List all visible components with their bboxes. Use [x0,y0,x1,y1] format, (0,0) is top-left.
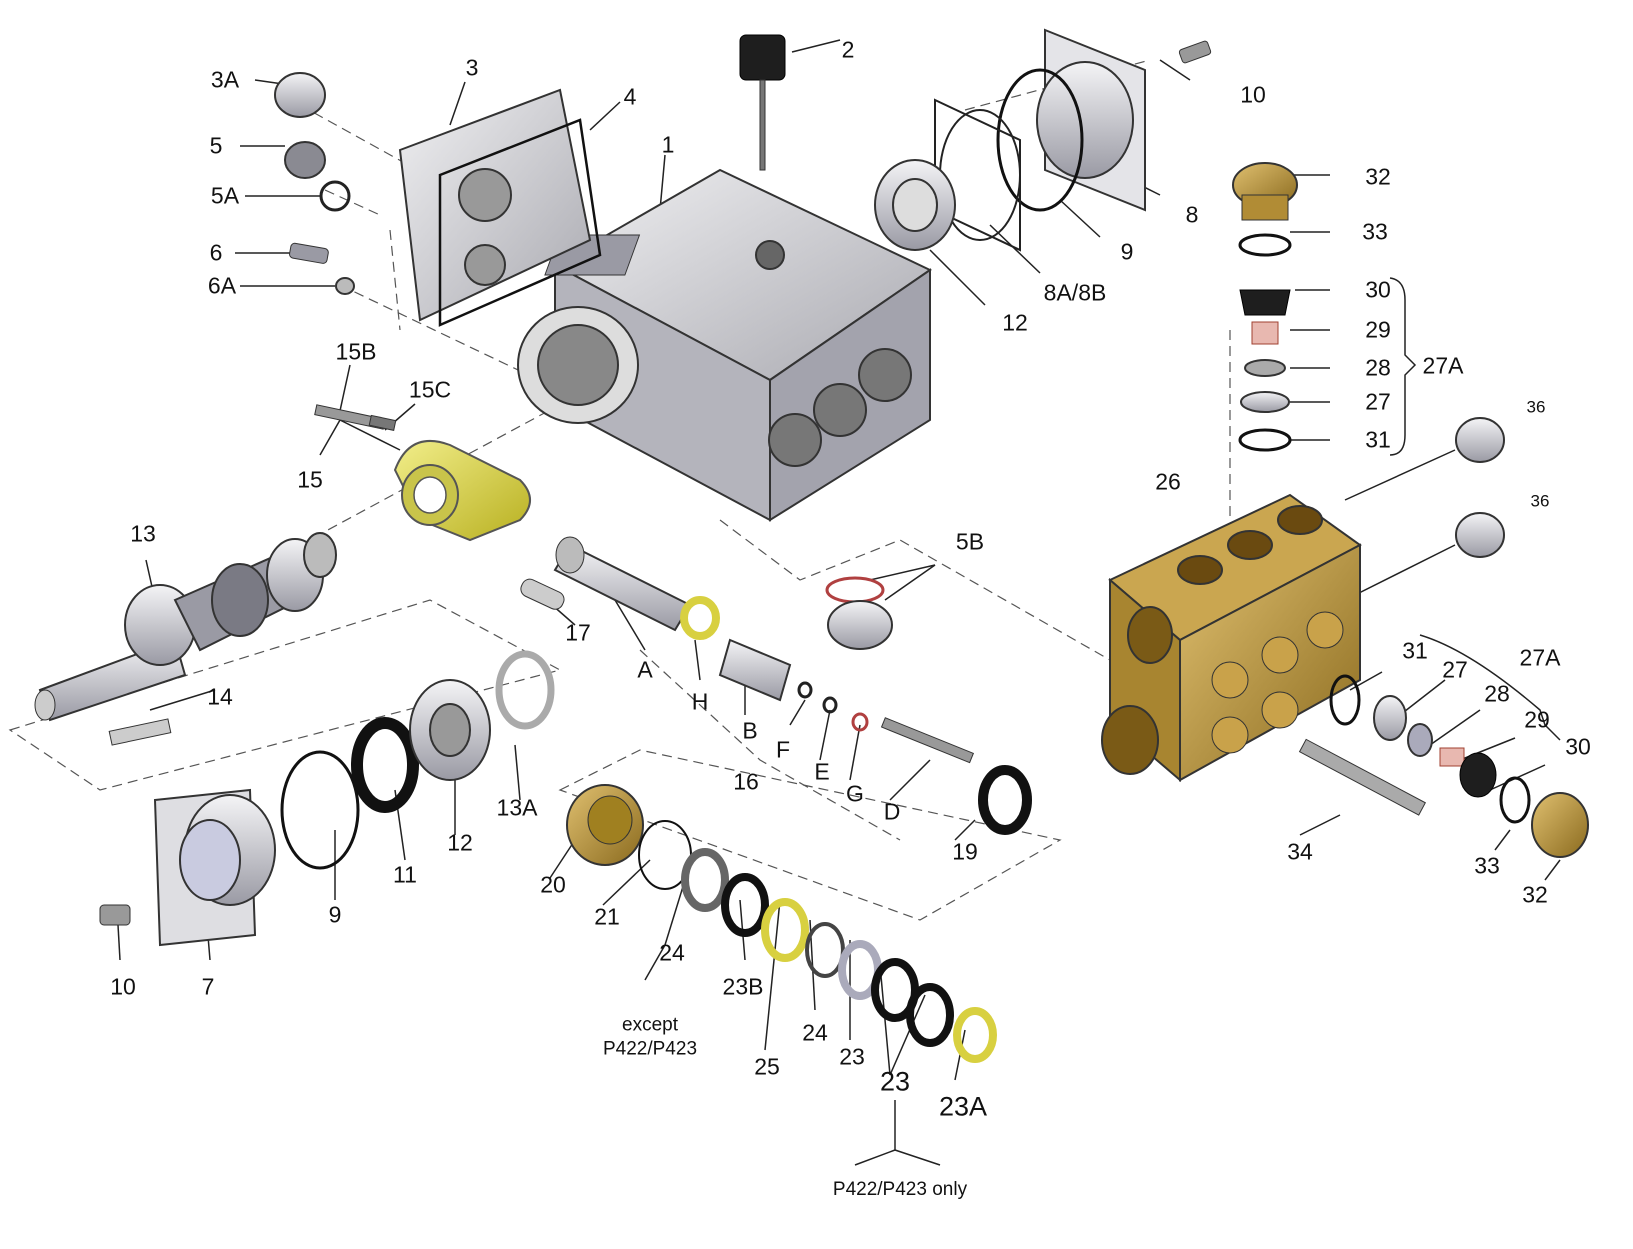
label-part-11: 11 [393,861,417,888]
label-part-24-left: 24 [659,939,685,966]
label-part-6a: 6A [207,272,237,299]
connecting-rod [314,404,531,542]
label-part-15b: 15B [335,338,377,365]
label-part-h: H [691,688,709,715]
label-part-34: 34 [1287,838,1313,865]
plug-5b [825,576,893,650]
label-part-3: 3 [465,54,479,81]
label-part-30-bottom: 30 [1565,733,1591,760]
label-part-14: 14 [207,683,233,710]
label-part-33-top: 33 [1362,218,1388,245]
label-part-36-top: 36 [1526,397,1546,417]
label-part-23b: 23B [722,973,764,1000]
label-part-21: 21 [594,903,620,930]
label-part-8: 8 [1185,201,1199,228]
label-part-13a: 13A [496,794,538,821]
label-part-15: 15 [297,466,323,493]
label-part-27a-bottom: 27A [1519,644,1561,671]
label-part-23-group: 23 [879,1066,911,1097]
label-part-15c: 15C [408,376,452,403]
label-part-31-top: 31 [1365,426,1391,453]
label-part-17: 17 [565,619,591,646]
label-part-2: 2 [841,36,855,63]
label-part-10-top: 10 [1240,81,1266,108]
label-part-a: A [637,656,653,683]
label-part-12-bottom: 12 [447,829,473,856]
label-part-27a-top: 27A [1422,352,1464,379]
note-except: except P422/P423 [602,1014,698,1059]
label-part-16: 16 [733,768,759,795]
label-part-8a-8b: 8A/8B [1043,279,1107,306]
label-part-10-bottom: 10 [110,973,136,1000]
label-part-26: 26 [1155,468,1181,495]
label-part-33-bottom: 33 [1474,852,1500,879]
label-part-5b: 5B [955,528,985,555]
label-part-20: 20 [540,871,566,898]
label-part-4: 4 [623,83,637,110]
label-part-b: B [742,717,758,744]
leader-lines [117,39,1561,1166]
note-only: P422/P423 only [832,1179,968,1201]
crankcase [517,168,932,522]
label-part-31-bottom: 31 [1402,637,1428,664]
label-part-13: 13 [130,520,156,547]
label-part-e: E [814,758,830,785]
label-part-9-top: 9 [1120,238,1134,265]
crankshaft [34,532,337,746]
label-part-32-top: 32 [1365,163,1391,190]
label-part-32-bottom: 32 [1522,881,1548,908]
right-flange-group [874,28,1212,252]
label-part-28-top: 28 [1365,354,1391,381]
label-part-7: 7 [201,973,215,1000]
label-part-28-bottom: 28 [1484,680,1510,707]
label-part-9-bottom: 9 [328,901,342,928]
plugs-36 [1455,417,1505,558]
manifold-head [1101,493,1362,783]
label-part-29-top: 29 [1365,316,1391,343]
seal-group [566,784,997,1063]
label-part-27-top: 27 [1365,388,1391,415]
label-part-25: 25 [754,1053,780,1080]
rear-cover [398,88,602,327]
label-part-g: G [846,780,864,807]
valve-stack-bottom [1298,674,1589,858]
plunger-group [520,536,1032,835]
label-part-5: 5 [209,132,223,159]
label-part-29-bottom: 29 [1524,706,1550,733]
label-part-5a: 5A [210,182,240,209]
label-part-12-top: 12 [1002,309,1028,336]
label-part-24-right: 24 [802,1019,828,1046]
label-part-19: 19 [952,838,978,865]
label-part-1: 1 [661,131,675,158]
label-part-23a: 23A [938,1091,988,1122]
small-plugs-left [274,72,355,295]
label-part-23-single: 23 [839,1043,865,1070]
label-part-6: 6 [209,239,223,266]
label-part-27-bottom: 27 [1442,656,1468,683]
label-part-30-top: 30 [1365,276,1391,303]
label-part-d: D [883,798,901,825]
label-part-36-bottom: 36 [1530,491,1550,511]
left-flange-group [99,650,555,947]
valve-stack-top [1232,162,1298,452]
label-part-f: F [775,736,791,763]
label-part-3a: 3A [210,66,240,93]
dipstick [739,34,786,171]
